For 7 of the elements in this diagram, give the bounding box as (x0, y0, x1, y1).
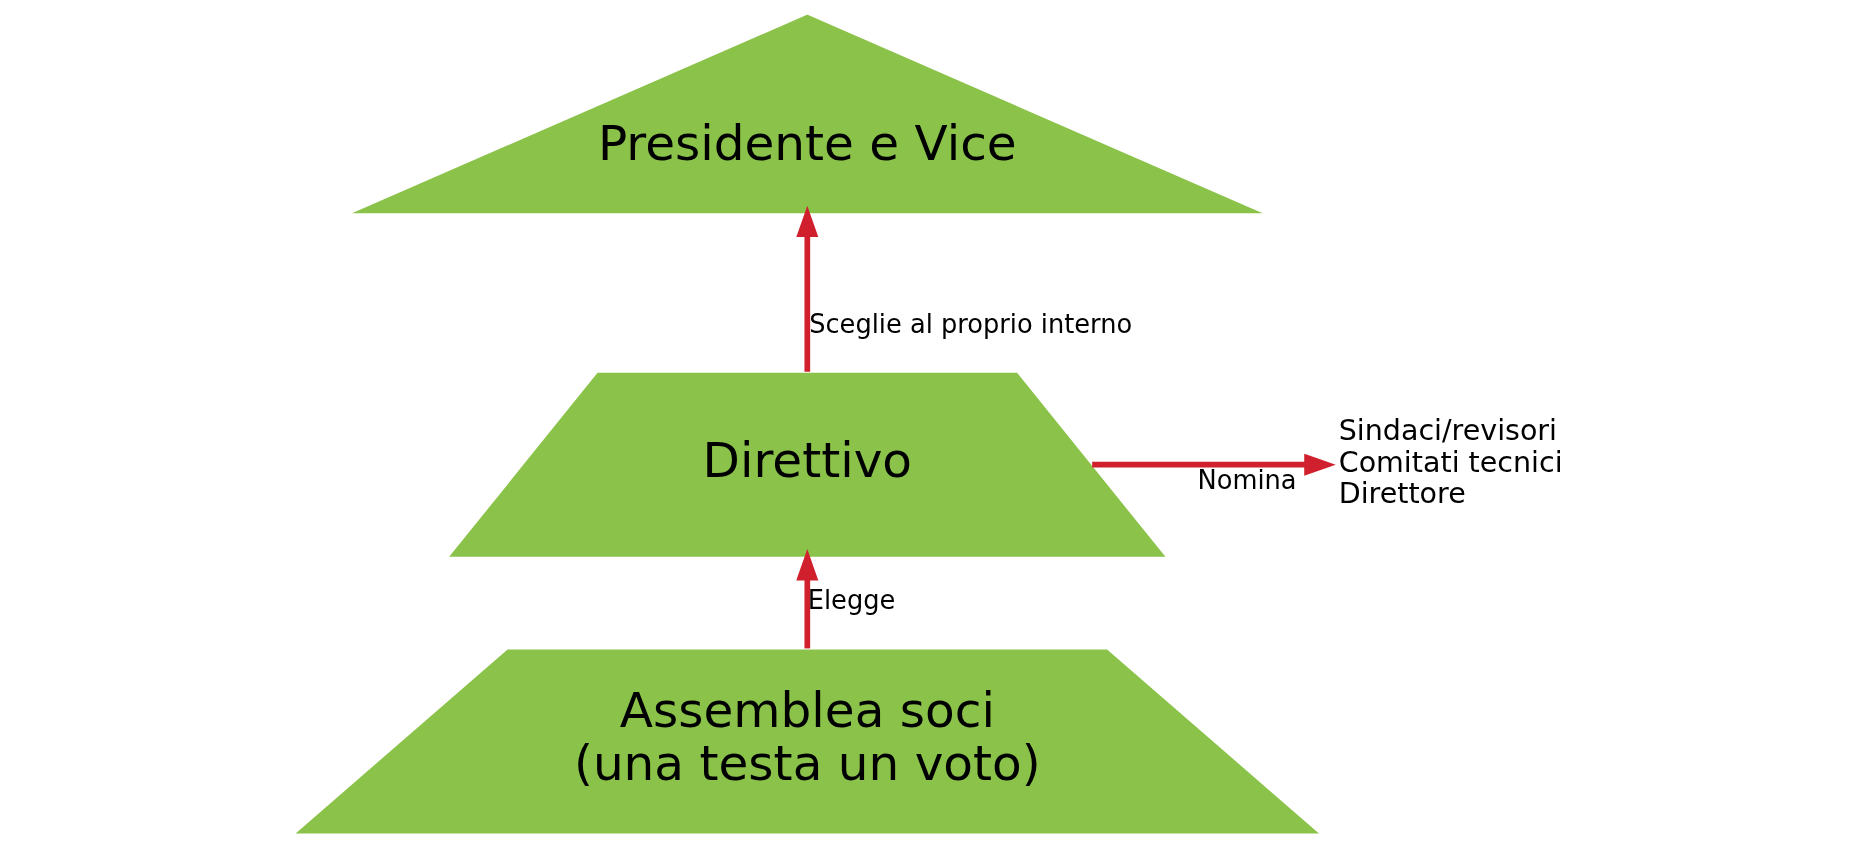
edge-label: Nomina (1197, 465, 1297, 496)
edge-label: Sceglie al proprio interno (808, 308, 1132, 339)
arrow (1091, 453, 1336, 476)
arrow (795, 548, 818, 649)
edge-label: Elegge (807, 585, 895, 616)
node-text: Sindaci/revisori Comitati tecnici Direttore (1338, 414, 1563, 511)
arrow (795, 205, 818, 372)
